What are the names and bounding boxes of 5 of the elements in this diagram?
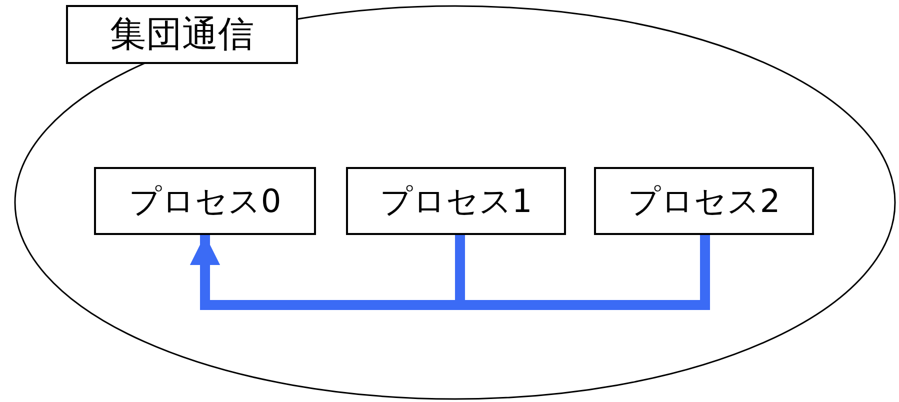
arrow [190, 235, 710, 310]
heading-label: 集団通信 [66, 5, 298, 64]
process-box: プロセス2 [594, 167, 814, 235]
process-box: プロセス1 [346, 167, 566, 235]
process-box: プロセス0 [94, 167, 316, 235]
